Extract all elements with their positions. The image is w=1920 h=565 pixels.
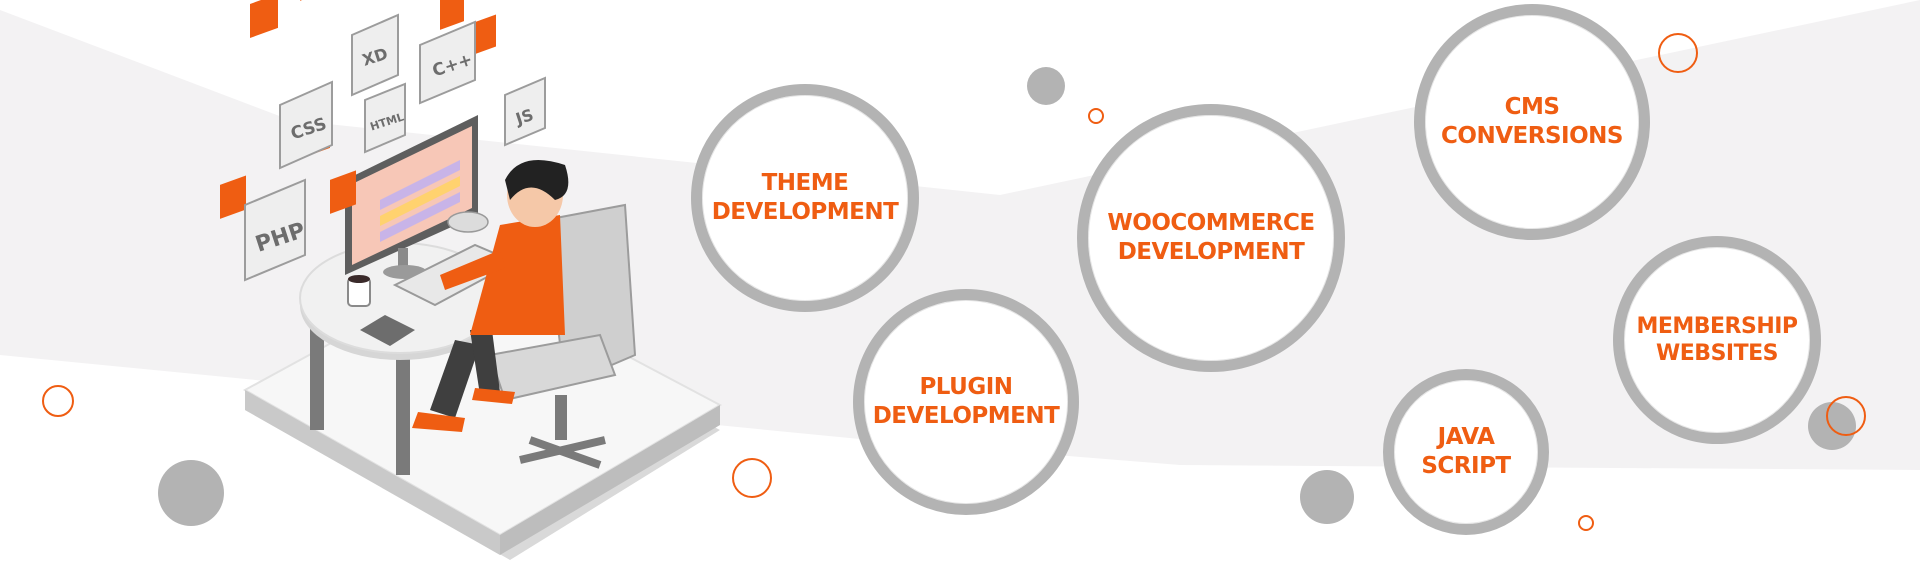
tech-tile-cpp: C++ [419,20,476,105]
decor-ring [732,458,772,498]
tech-tile-xd: XD [351,13,399,97]
service-label: THEME DEVELOPMENT [711,170,899,225]
decor-dot [1027,67,1065,105]
tech-tile-php: PHP [244,178,308,282]
tech-tile-css: CSS [279,80,333,170]
service-label: CMS CONVERSIONS [1441,94,1623,149]
service-java-script[interactable]: JAVA SCRIPT [1383,369,1549,535]
service-theme-development[interactable]: THEME DEVELOPMENT [691,84,919,312]
tech-tile-html: HTML [364,82,406,154]
developer-illustration: XD C++ CSS HTML JS PHP [220,0,723,560]
service-plugin-development[interactable]: PLUGIN DEVELOPMENT [853,289,1079,515]
service-cms-conversions[interactable]: CMS CONVERSIONS [1414,4,1650,240]
decor-dot [158,460,224,526]
service-label: MEMBERSHIP WEBSITES [1636,313,1798,367]
service-label: JAVA SCRIPT [1421,424,1511,479]
service-label: WOOCOMMERCE DEVELOPMENT [1107,210,1315,265]
service-woocommerce-development[interactable]: WOOCOMMERCE DEVELOPMENT [1077,104,1345,372]
decor-ring [42,385,74,417]
service-label: PLUGIN DEVELOPMENT [872,374,1060,429]
decor-dot [1300,470,1354,524]
service-membership-websites[interactable]: MEMBERSHIP WEBSITES [1613,236,1821,444]
decor-ring [1578,515,1594,531]
tech-tile-label: JS [512,105,535,129]
decor-ring [1826,396,1866,436]
decor-ring [1658,33,1698,73]
tech-tile-js: JS [504,76,546,147]
decor-ring [1088,108,1104,124]
